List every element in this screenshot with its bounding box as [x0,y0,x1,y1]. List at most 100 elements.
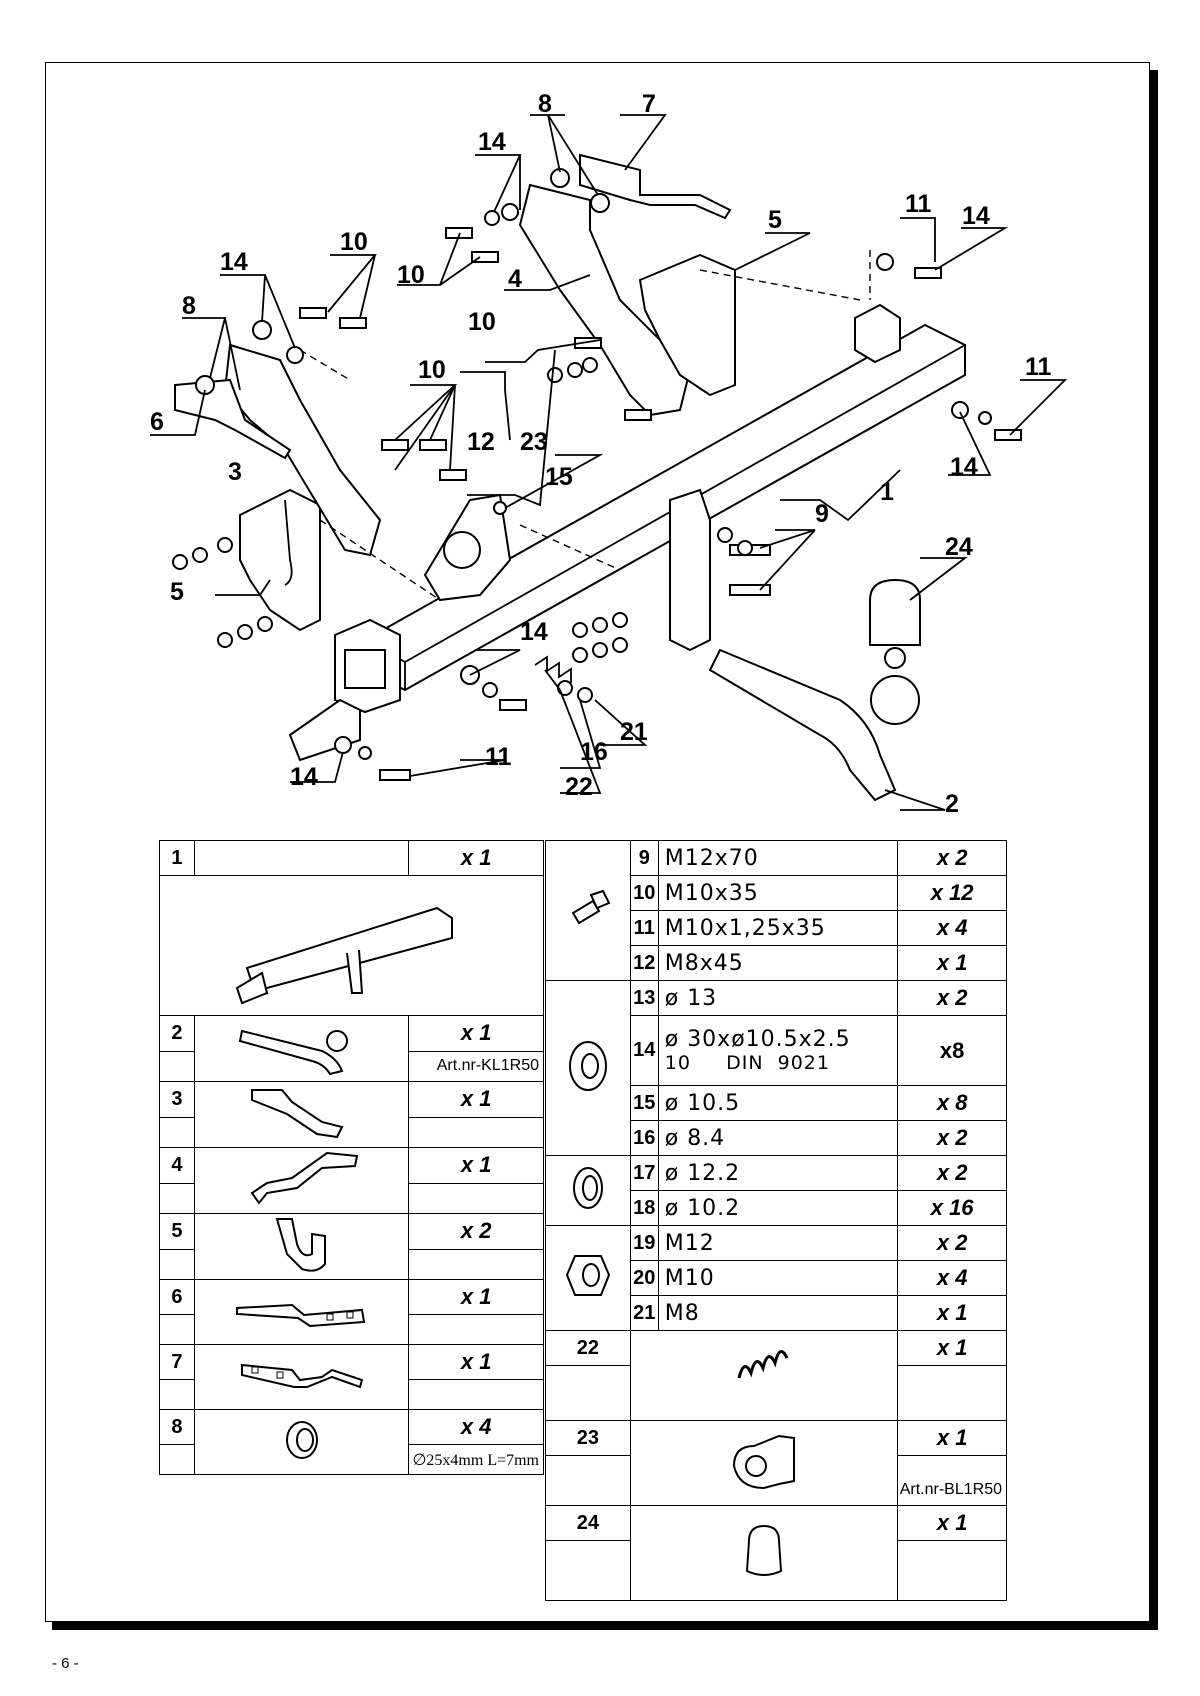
item-quantity: x 1 [897,945,1007,981]
item-number: 5 [159,1213,195,1250]
table-row: 14 ø 30xø10.5x2.5 10 DIN 9021 x8 [546,1015,1007,1086]
callout-6: 6 [150,408,164,436]
item-number: 8 [159,1409,195,1445]
table-row: 22 x 1 [545,1330,1007,1421]
callout-14-right-top: 11 [905,190,932,218]
callout-14-bottom: 14 [290,763,318,791]
item-quantity: x 2 [897,1225,1007,1261]
item-number: 17 [629,1155,659,1191]
item-number: 24 [545,1505,631,1541]
item-spec: M12 [657,1225,899,1261]
table-row: 4 x 1 [159,1147,544,1214]
item-quantity: x 2 [897,980,1007,1016]
spacer-ring-icon [193,1409,410,1475]
callout-11-right: 11 [1025,353,1052,381]
exploded-assembly-diagram: 8 7 14 10 10 4 5 14 11 14 10 8 6 10 10 3… [150,90,1068,818]
callout-11-right-top: 14 [962,202,990,230]
table-row: 13 ø 13 x 2 [545,980,1007,1156]
hook-bracket-left [239,488,321,632]
table-row: 1 x 1 [159,840,544,876]
callout-labels: 8 7 14 10 10 4 5 14 11 14 10 8 6 10 10 3… [150,90,1052,818]
item-quantity: x8 [897,1015,1007,1086]
item-quantity: x 1 [408,1147,544,1184]
hook-bracket-icon [193,1213,410,1280]
item-number: 20 [629,1260,659,1296]
strap-7 [579,153,732,220]
item-spec: M10x1,25x35 [657,910,899,946]
callout-2: 2 [945,790,959,818]
table-row: 8 x 4 [159,1409,544,1475]
table-row: 19 M12 x 2 [545,1225,1007,1331]
item-number: 2 [159,1015,195,1052]
item-quantity: x 16 [897,1190,1007,1226]
table-row: 20 M10 x 4 [546,1260,1007,1296]
callout-4: 4 [508,265,522,293]
item-spec: M8 [657,1295,899,1331]
table-row: 3 x 1 [159,1081,544,1148]
callout-14-top: 14 [478,128,506,156]
item-number: 22 [545,1330,631,1366]
item-spec: ø 8.4 [657,1120,899,1156]
item-spec: ø 10.2 [657,1190,899,1226]
item-quantity: x 1 [408,1081,544,1118]
callout-9: 9 [815,500,829,528]
callout-10-lower: 10 [418,356,446,384]
item-number: 18 [629,1190,659,1226]
item-number: 19 [629,1225,659,1261]
frame-shadow-bottom [52,1622,1158,1630]
item-number: 11 [629,910,659,946]
item-number: 9 [629,840,659,876]
callout-12: 12 [467,428,495,456]
ball-cap [869,578,921,646]
parts-table-left: 1 x 1 2 x 1 Art.nr-KL1R50 3 x 1 4 x 1 [159,840,544,1475]
article-number: Art.nr-KL1R50 [408,1050,544,1083]
callout-5-left: 5 [170,578,184,606]
spring-washer-icon [545,1155,631,1226]
table-row: 2 x 1 [159,1015,544,1082]
callout-14-right: 14 [950,453,978,481]
callout-10-left-top: 10 [340,228,368,256]
strap-6-icon [193,1279,410,1345]
table-row: 10 M10x35 x 12 [546,875,1007,911]
item-number: 23 [545,1420,631,1456]
page-number: - 6 - [52,1655,79,1672]
table-row: 11 M10x1,25x35 x 4 [546,910,1007,946]
table-row: 18 ø 10.2 x 16 [546,1190,1007,1226]
item-quantity: x 2 [897,1120,1007,1156]
item-quantity: x 4 [408,1409,544,1445]
item-quantity: x 1 [408,1279,544,1315]
table-row: 12 M8x45 x 1 [546,945,1007,981]
table-row: 24 x 1 [545,1505,1007,1601]
item-spec: ø 10.5 [657,1085,899,1121]
article-number: Art.nr-BL1R50 [897,1455,1007,1506]
item-number: 1 [159,840,195,876]
bracket-4-icon [193,1147,410,1214]
callout-15: 15 [545,463,573,491]
fasteners [172,168,1022,781]
frame-shadow-right [1150,70,1158,1630]
callout-22: 22 [565,773,593,801]
item-number: 3 [159,1081,195,1118]
item-quantity: x 1 [897,1420,1007,1456]
item-spec: M10 [657,1260,899,1296]
leader-lines [150,114,1068,811]
item-quantity: x 2 [408,1213,544,1250]
callout-10-middle: 10 [468,308,496,336]
item-quantity: x 1 [897,1295,1007,1331]
callout-24: 24 [945,533,973,561]
callout-21: 21 [620,718,648,746]
table-row: 5 x 2 [159,1213,544,1280]
hook-bracket-right [638,253,736,397]
ball-cap-icon [629,1505,899,1601]
item-quantity: x 4 [897,910,1007,946]
bolt-icon [545,840,631,981]
callout-14-center: 14 [520,618,548,646]
spacer-dimensions: ∅25x4mm L=7mm [408,1444,544,1475]
item-number: 13 [629,980,659,1016]
item-quantity: x 2 [897,1155,1007,1191]
towball-arm [708,647,920,802]
callout-8-top: 8 [538,90,552,118]
item-spec: M12x70 [657,840,899,876]
washer-dimensions: ø 30xø10.5x2.5 [664,1027,851,1052]
item-number: 4 [159,1147,195,1184]
